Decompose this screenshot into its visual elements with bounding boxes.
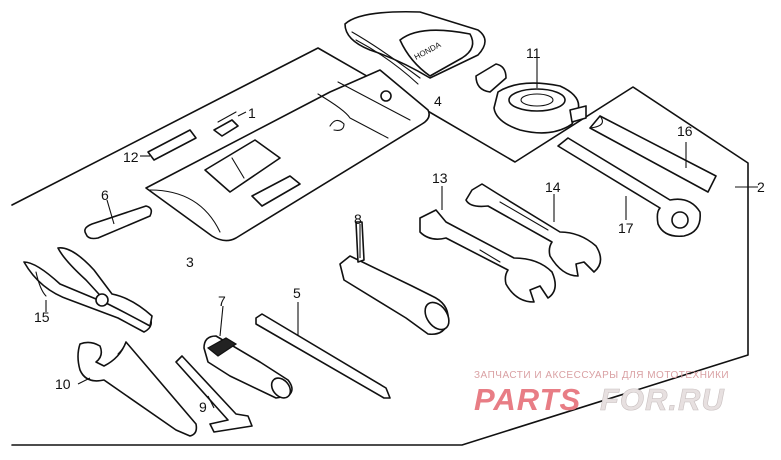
plug-wrench bbox=[339, 221, 450, 336]
pin-rod bbox=[140, 129, 197, 161]
screwdriver-handle bbox=[203, 305, 293, 399]
callout-16: 16 bbox=[677, 123, 693, 139]
clip-part bbox=[213, 111, 247, 137]
callout-labels: 1 2 3 4 5 6 7 8 9 10 11 12 13 14 15 16 1… bbox=[34, 45, 765, 415]
tool-bag bbox=[145, 69, 430, 242]
pump-gauge bbox=[475, 58, 587, 134]
watermark-brand-left: PARTS bbox=[474, 382, 581, 417]
callout-17: 17 bbox=[618, 220, 634, 236]
pliers bbox=[23, 247, 153, 333]
callout-5: 5 bbox=[293, 285, 301, 301]
tool-pouch-bag: HONDA bbox=[344, 10, 486, 85]
callout-10: 10 bbox=[55, 376, 71, 392]
open-wrench-13 bbox=[419, 186, 556, 303]
callout-1: 1 bbox=[248, 105, 256, 121]
callout-8: 8 bbox=[354, 211, 362, 227]
callout-13: 13 bbox=[432, 170, 448, 186]
watermark-brand-right: FOR.RU bbox=[600, 382, 725, 417]
callout-14: 14 bbox=[545, 179, 561, 195]
callout-6: 6 bbox=[101, 187, 109, 203]
small-strip bbox=[84, 199, 153, 240]
callout-2: 2 bbox=[757, 179, 765, 195]
callout-3: 3 bbox=[186, 254, 194, 270]
tool-kit-outline bbox=[11, 47, 758, 446]
open-wrench-14 bbox=[465, 183, 602, 277]
callout-7: 7 bbox=[218, 293, 226, 309]
callout-11: 11 bbox=[526, 45, 541, 61]
case-strip bbox=[589, 115, 717, 193]
callout-9: 9 bbox=[199, 399, 207, 415]
callout-4: 4 bbox=[434, 93, 442, 109]
hex-wrench bbox=[175, 355, 253, 433]
callout-12: 12 bbox=[123, 149, 139, 165]
watermark-tagline: ЗАПЧАСТИ И АКСЕССУАРЫ ДЛЯ МОТОТЕХНИКИ bbox=[474, 370, 729, 381]
callout-15: 15 bbox=[34, 309, 50, 325]
screwdriver-shaft bbox=[255, 302, 391, 399]
hook-spanner bbox=[77, 341, 198, 437]
watermark: ЗАПЧАСТИ И АКСЕССУАРЫ ДЛЯ МОТОТЕХНИКИ PA… bbox=[474, 370, 729, 417]
ring-wrench bbox=[557, 137, 701, 238]
